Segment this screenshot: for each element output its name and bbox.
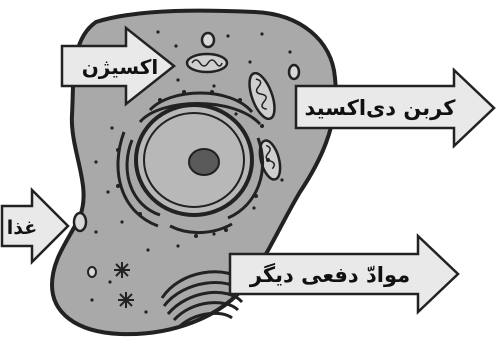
mitochondrion [187, 54, 227, 72]
food-arrow: غذا [2, 190, 68, 262]
vacuole [202, 33, 214, 47]
oxygen-label: اکسیژن [82, 55, 159, 79]
carbon-dioxide-label: کربن دی‌اکسید [305, 96, 457, 120]
waste-label: موادّ دفعی دیگر [249, 262, 410, 287]
vesicle [74, 213, 86, 231]
food-label: غذا [7, 217, 37, 239]
vesicle [289, 65, 299, 79]
vesicle [88, 267, 96, 277]
nucleus [136, 105, 252, 215]
nucleolus [189, 149, 219, 175]
